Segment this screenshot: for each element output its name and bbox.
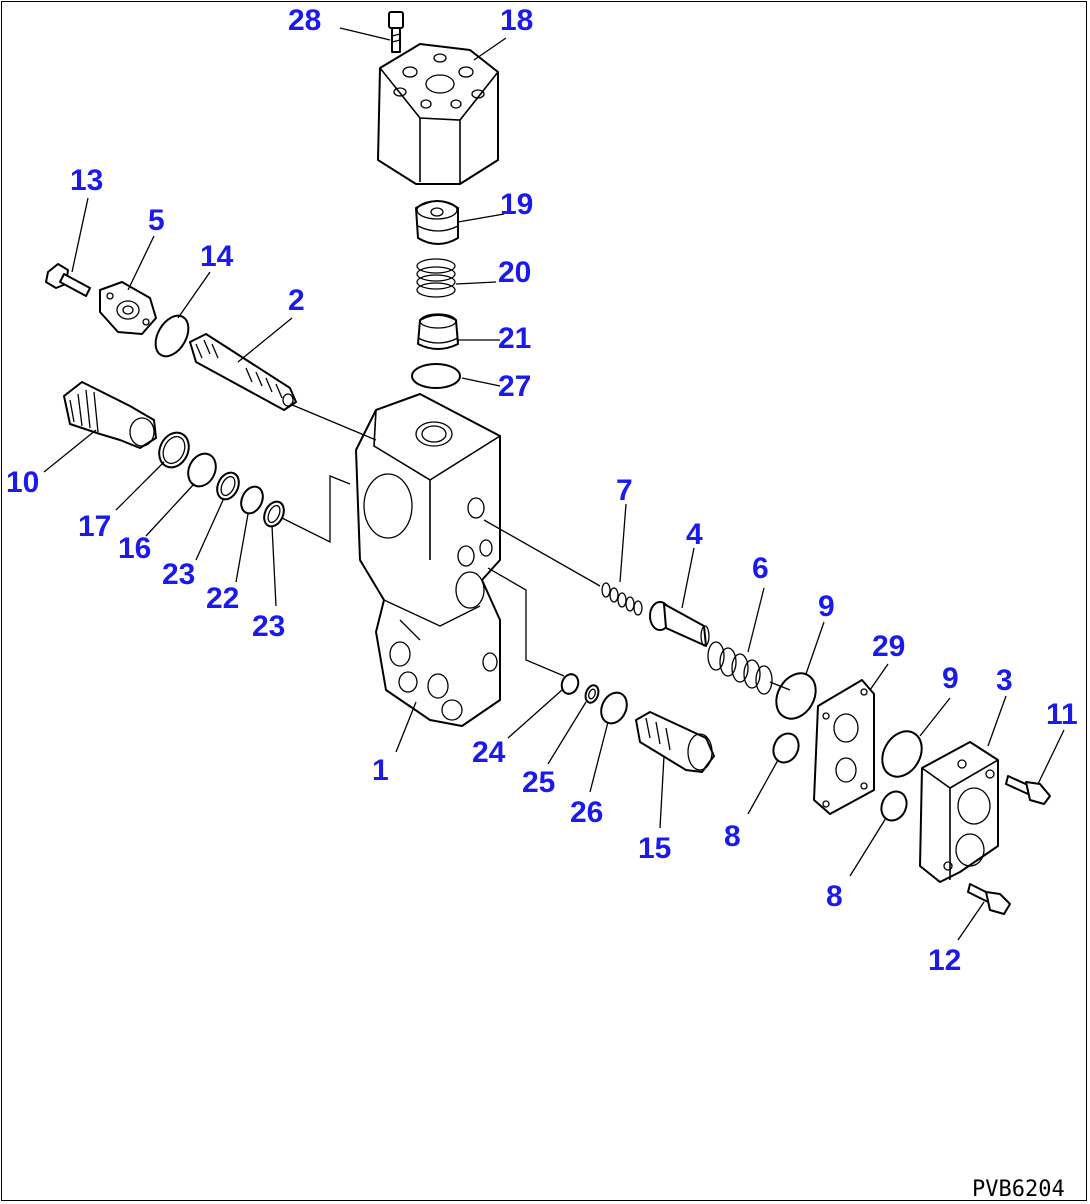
part-21-piston[interactable] bbox=[417, 313, 459, 350]
callout-13[interactable]: 13 bbox=[70, 164, 103, 197]
callout-2[interactable]: 2 bbox=[288, 284, 305, 317]
part-8-o-ring-b[interactable] bbox=[877, 787, 911, 824]
callout-9-a[interactable]: 9 bbox=[818, 590, 835, 623]
part-22-o-ring[interactable] bbox=[237, 483, 267, 517]
part-4-poppet[interactable] bbox=[649, 601, 710, 647]
drawing-code: PVB6204 bbox=[972, 1177, 1065, 1202]
callout-19[interactable]: 19 bbox=[500, 188, 533, 221]
part-20-spring[interactable] bbox=[416, 258, 456, 298]
callout-8-a[interactable]: 8 bbox=[724, 820, 741, 853]
callout-27[interactable]: 27 bbox=[498, 370, 531, 403]
callout-14[interactable]: 14 bbox=[200, 240, 234, 273]
callout-28[interactable]: 28 bbox=[288, 4, 321, 37]
callout-6[interactable]: 6 bbox=[752, 552, 769, 585]
part-1-valve-body[interactable] bbox=[355, 393, 501, 727]
callout-20[interactable]: 20 bbox=[498, 256, 531, 289]
part-14-o-ring[interactable] bbox=[149, 310, 195, 362]
part-25-ring[interactable] bbox=[583, 683, 600, 704]
leader-lines bbox=[43, 27, 1065, 941]
part-10-plug[interactable] bbox=[63, 381, 157, 449]
part-6-spring[interactable] bbox=[707, 641, 773, 695]
callout-29[interactable]: 29 bbox=[872, 630, 905, 663]
callout-10[interactable]: 10 bbox=[6, 466, 39, 499]
callout-15[interactable]: 15 bbox=[638, 832, 671, 865]
callout-25[interactable]: 25 bbox=[522, 766, 555, 799]
callout-7[interactable]: 7 bbox=[616, 474, 633, 507]
part-12-bolt[interactable] bbox=[967, 883, 1011, 915]
part-23-backup-ring-b[interactable] bbox=[260, 498, 287, 529]
callout-5[interactable]: 5 bbox=[148, 204, 165, 237]
part-17-ring[interactable] bbox=[154, 428, 195, 472]
part-13-bolt[interactable] bbox=[45, 263, 91, 297]
callout-24[interactable]: 24 bbox=[472, 736, 506, 769]
part-5-flange[interactable] bbox=[99, 281, 157, 335]
part-8-o-ring-a[interactable] bbox=[769, 729, 803, 766]
part-3-cover[interactable] bbox=[919, 741, 999, 883]
callout-labels: 28 18 13 5 14 2 19 20 21 27 10 17 16 23 … bbox=[6, 4, 1078, 977]
callout-11[interactable]: 11 bbox=[1046, 698, 1078, 731]
part-24-plug[interactable] bbox=[559, 672, 581, 696]
callout-1[interactable]: 1 bbox=[372, 754, 389, 787]
part-27-o-ring[interactable] bbox=[411, 363, 461, 389]
callout-8-b[interactable]: 8 bbox=[826, 880, 843, 913]
part-28-bolt[interactable] bbox=[388, 11, 404, 53]
part-9-o-ring-a[interactable] bbox=[768, 666, 823, 726]
callout-26[interactable]: 26 bbox=[570, 796, 603, 829]
callout-23-a[interactable]: 23 bbox=[162, 558, 195, 591]
callout-21[interactable]: 21 bbox=[498, 322, 531, 355]
part-23-backup-ring-a[interactable] bbox=[213, 469, 243, 503]
callout-4[interactable]: 4 bbox=[686, 518, 703, 551]
callout-22[interactable]: 22 bbox=[206, 582, 239, 615]
part-7-spring[interactable] bbox=[601, 582, 643, 616]
part-29-gasket[interactable] bbox=[813, 679, 875, 815]
part-18-block[interactable] bbox=[377, 43, 499, 185]
part-26-o-ring[interactable] bbox=[596, 688, 631, 727]
assembly-lines bbox=[281, 403, 791, 691]
part-16-o-ring[interactable] bbox=[183, 449, 221, 491]
callout-3[interactable]: 3 bbox=[996, 664, 1013, 697]
part-9-o-ring-b[interactable] bbox=[874, 724, 929, 784]
callout-17[interactable]: 17 bbox=[78, 510, 111, 543]
callout-12[interactable]: 12 bbox=[928, 944, 961, 977]
part-15-plug[interactable] bbox=[635, 711, 715, 773]
callout-9-b[interactable]: 9 bbox=[942, 662, 959, 695]
callout-18[interactable]: 18 bbox=[500, 4, 533, 37]
part-2-spool[interactable] bbox=[189, 333, 297, 411]
callout-23-b[interactable]: 23 bbox=[252, 610, 285, 643]
callout-16[interactable]: 16 bbox=[118, 532, 151, 565]
part-11-bolt[interactable] bbox=[1005, 775, 1051, 805]
part-19-cap[interactable] bbox=[415, 200, 459, 245]
